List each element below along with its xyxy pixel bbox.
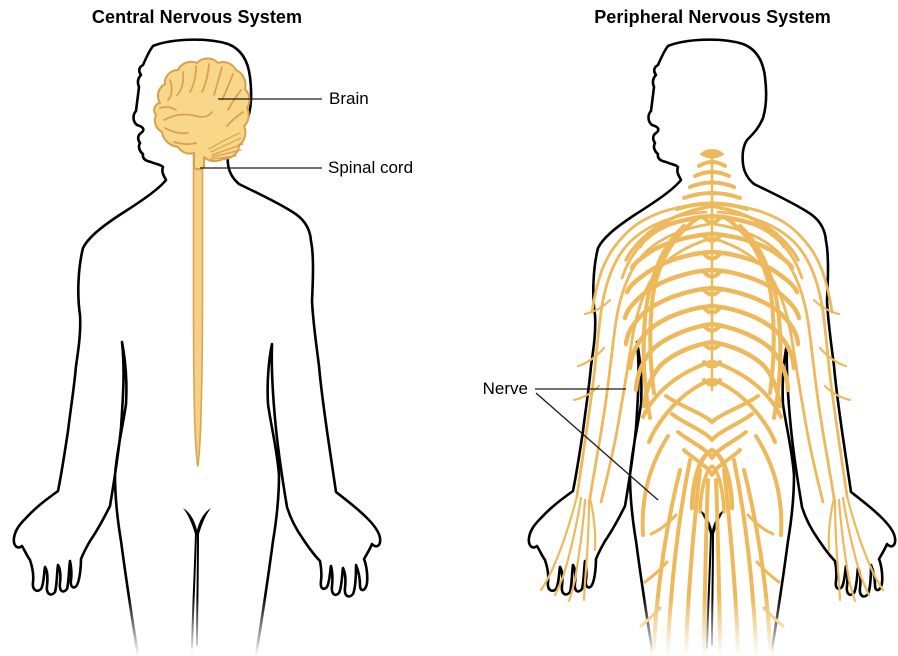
spinal-cord-label: Spinal cord: [328, 158, 414, 177]
sacral-nerves: [640, 434, 784, 537]
spinal-cord-illustration: [192, 149, 204, 467]
brain-illustration: [153, 57, 251, 171]
arm-nerves-left: [539, 202, 714, 603]
nerve-leader-line-leg: [535, 392, 659, 501]
cns-figure: [12, 38, 382, 656]
brain-label: Brain: [329, 89, 369, 108]
cervical-cap: [700, 149, 724, 159]
pns-figure: [527, 38, 897, 656]
nerve-label: Nerve: [482, 379, 528, 398]
pns-panel-title: Peripheral Nervous System: [594, 7, 831, 27]
bottom-fade: [0, 596, 898, 656]
lumbar-nerves: [641, 360, 783, 477]
leader-lines: [200, 98, 659, 501]
spinal-chevrons: [702, 216, 722, 387]
arm-nerves-right: [710, 202, 885, 603]
cns-panel-title: Central Nervous System: [91, 7, 303, 27]
